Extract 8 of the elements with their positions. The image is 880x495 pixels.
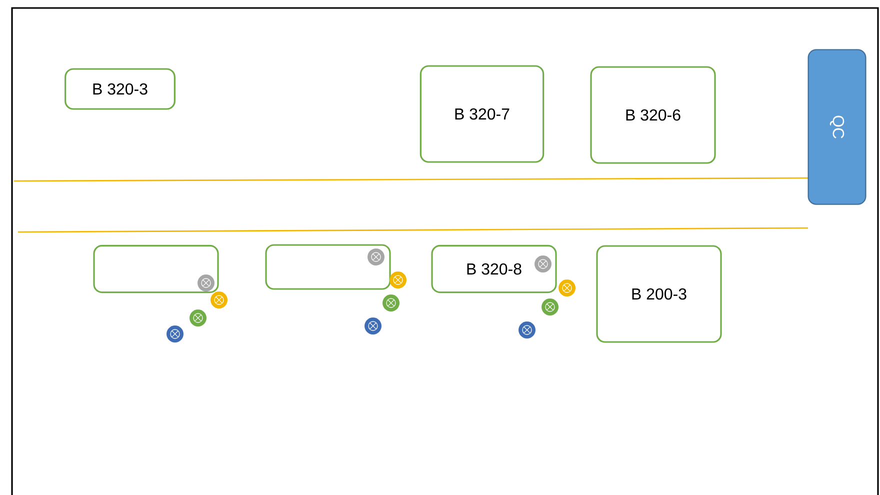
machine-box: B 200-3 <box>596 245 722 343</box>
machine-box: B 320-8 <box>431 244 557 294</box>
machine-box: B 320-6 <box>590 66 716 164</box>
machine-box: B 320-3 <box>64 68 176 110</box>
qc-station-box: QC <box>808 49 866 205</box>
machine-box: B 320-7 <box>420 65 544 163</box>
machine-box <box>93 244 219 294</box>
machine-box <box>265 244 391 290</box>
